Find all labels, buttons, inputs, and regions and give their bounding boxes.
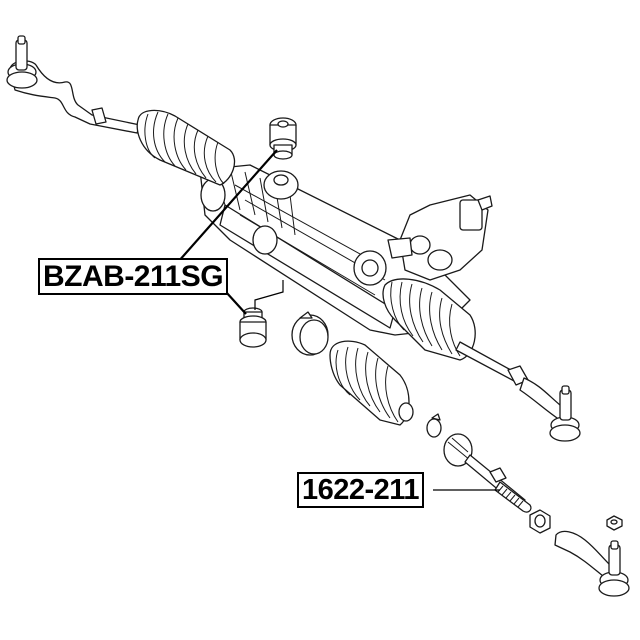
castle-nut [606,515,623,531]
part-number-label-inner-tie-rod: 1622-211 [297,472,424,508]
left-bellow-boot [136,109,236,186]
leader-line-lower-bushing [225,291,247,315]
upper-bushing [269,117,297,160]
boot-clamp-large [291,311,329,356]
guide-line [254,280,284,310]
boot-clamp-small [426,413,442,438]
lock-nut [529,509,551,534]
loose-bellow-boot [329,340,414,426]
right-bellow-boot [382,278,476,361]
inner-tie-rod [443,433,532,513]
outer-tie-rod-end [554,530,630,597]
leader-line-upper-bushing [177,149,278,263]
lower-bushing [239,307,267,348]
right-tie-rod-end [455,341,581,442]
left-tie-rod-end [6,35,141,134]
steering-valve [387,194,493,281]
part-number-label-bushing: BZAB-211SG [38,258,229,295]
